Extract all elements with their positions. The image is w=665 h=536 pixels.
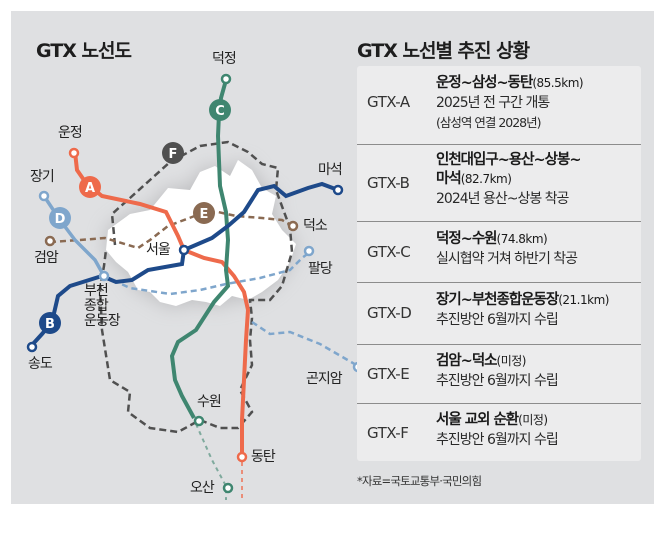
station-deokso-marker bbox=[287, 220, 299, 232]
station-label-deokso: 덕소 bbox=[303, 218, 328, 234]
line-code: GTX-B bbox=[367, 174, 410, 192]
route-name: 운정~삼성~동탄(85.5km) bbox=[436, 75, 584, 91]
line-info: 서울 교외 순환(미정) 추진방안 6월까지 수립 bbox=[436, 411, 641, 450]
route-name: 서울 교외 순환(미정) bbox=[436, 412, 548, 428]
station-label-unjeong: 운정 bbox=[58, 125, 83, 141]
line-f bbox=[98, 140, 294, 434]
route-name: 덕정~수원(74.8km) bbox=[436, 231, 548, 247]
station-label-seoul: 서울 bbox=[146, 242, 171, 258]
source-note: *자료=국토교통부·국민의힘 bbox=[357, 474, 482, 488]
svg-text:C: C bbox=[215, 104, 225, 119]
svg-text:B: B bbox=[45, 317, 55, 332]
station-label-maseok: 마석 bbox=[318, 162, 343, 178]
station-osan-marker bbox=[222, 482, 234, 494]
station-geomam-marker bbox=[44, 235, 56, 247]
line-d-extension bbox=[103, 251, 311, 296]
line-code: GTX-C bbox=[367, 243, 411, 261]
route-name: 검암~덕소(미정) bbox=[436, 353, 526, 369]
line-code: GTX-A bbox=[367, 93, 410, 111]
badge-d: D bbox=[49, 207, 71, 229]
svg-text:A: A bbox=[85, 181, 95, 196]
station-seoul-marker bbox=[178, 244, 190, 256]
status-desc: 2024년 용산~상봉 착공 bbox=[436, 191, 569, 207]
line-c bbox=[169, 79, 231, 419]
route-name: 장기~부천종합운동장(21.1km) bbox=[436, 292, 609, 308]
line-info: 장기~부천종합운동장(21.1km) 추진방안 6월까지 수립 bbox=[436, 291, 641, 330]
line-gonjiam-branch bbox=[251, 320, 359, 368]
station-janggi-marker bbox=[38, 190, 50, 202]
svg-text:F: F bbox=[169, 147, 178, 162]
line-b bbox=[30, 181, 339, 347]
table-row-gtx-b: GTX-B 인천대입구~용산~상봉~ 마석(82.7km) 2024년 용산~상… bbox=[357, 145, 641, 222]
station-label-songdo: 송도 bbox=[28, 356, 53, 372]
svg-text:D: D bbox=[55, 212, 66, 227]
route-name: 인천대입구~용산~상봉~ bbox=[436, 152, 582, 168]
status-title: GTX 노선별 추진 상황 bbox=[357, 40, 530, 62]
status-desc: 추진방안 6월까지 수립 bbox=[436, 373, 559, 389]
badge-e: E bbox=[193, 202, 215, 224]
station-label-deokjeong: 덕정 bbox=[212, 51, 237, 67]
station-unjeong-marker bbox=[68, 147, 80, 159]
table-row-gtx-e: GTX-E 검암~덕소(미정) 추진방안 6월까지 수립 bbox=[357, 345, 641, 404]
status-desc: 추진방안 6월까지 수립 bbox=[436, 312, 559, 328]
line-e bbox=[49, 210, 294, 250]
svg-text:E: E bbox=[200, 207, 209, 222]
badge-c: C bbox=[209, 99, 231, 121]
badge-f: F bbox=[162, 142, 184, 164]
line-d bbox=[42, 195, 106, 277]
status-desc: 2025년 전 구간 개통 bbox=[436, 95, 550, 111]
table-row-gtx-d: GTX-D 장기~부천종합운동장(21.1km) 추진방안 6월까지 수립 bbox=[357, 283, 641, 345]
line-c-extension bbox=[195, 423, 227, 500]
route-name-cont: 마석(82.7km) bbox=[436, 171, 512, 187]
station-dongtan-marker bbox=[236, 451, 248, 463]
line-info: 검암~덕소(미정) 추진방안 6월까지 수립 bbox=[436, 352, 641, 391]
station-label-osan: 오산 bbox=[190, 480, 215, 496]
line-code: GTX-F bbox=[367, 424, 409, 442]
station-bucheon-marker bbox=[98, 270, 110, 282]
station-suwon-marker bbox=[193, 415, 205, 427]
station-label-paldang: 팔당 bbox=[308, 261, 333, 277]
status-desc: 실시협약 거쳐 하반기 착공 bbox=[436, 251, 578, 267]
line-info: 덕정~수원(74.8km) 실시협약 거쳐 하반기 착공 bbox=[436, 230, 641, 269]
status-desc: 추진방안 6월까지 수립 bbox=[436, 432, 559, 448]
line-code: GTX-D bbox=[367, 304, 412, 322]
station-label-janggi: 장기 bbox=[30, 169, 55, 185]
badge-a: A bbox=[79, 176, 101, 198]
station-label-gonjiam: 곤지암 bbox=[306, 371, 343, 387]
line-code: GTX-E bbox=[367, 365, 410, 383]
map-title: GTX 노선도 bbox=[36, 40, 132, 62]
table-row-gtx-f: GTX-F 서울 교외 순환(미정) 추진방안 6월까지 수립 bbox=[357, 404, 641, 461]
line-info: 운정~삼성~동탄(85.5km) 2025년 전 구간 개통 (삼성역 연결 2… bbox=[436, 74, 641, 133]
station-maseok-marker bbox=[332, 184, 344, 196]
station-deokjeong-marker bbox=[220, 73, 232, 85]
status-table: GTX-A 운정~삼성~동탄(85.5km) 2025년 전 구간 개통 (삼성… bbox=[357, 66, 641, 461]
badge-b: B bbox=[39, 312, 61, 334]
status-note: (삼성역 연결 2028년) bbox=[436, 115, 542, 130]
station-label-bucheon-3: 운동장 bbox=[84, 313, 121, 329]
station-label-geomam: 검암 bbox=[34, 250, 59, 266]
seoul-area bbox=[106, 160, 296, 306]
station-songdo-marker bbox=[26, 341, 38, 353]
station-label-bucheon-1: 부천 bbox=[84, 283, 109, 299]
station-label-suwon: 수원 bbox=[197, 394, 222, 410]
station-label-dongtan: 동탄 bbox=[251, 449, 276, 465]
table-row-gtx-a: GTX-A 운정~삼성~동탄(85.5km) 2025년 전 구간 개통 (삼성… bbox=[357, 66, 641, 145]
line-info: 인천대입구~용산~상봉~ 마석(82.7km) 2024년 용산~상봉 착공 bbox=[436, 151, 641, 209]
station-label-bucheon-2: 종합 bbox=[84, 298, 109, 314]
table-row-gtx-c: GTX-C 덕정~수원(74.8km) 실시협약 거쳐 하반기 착공 bbox=[357, 222, 641, 283]
station-paldang-marker bbox=[303, 245, 315, 257]
